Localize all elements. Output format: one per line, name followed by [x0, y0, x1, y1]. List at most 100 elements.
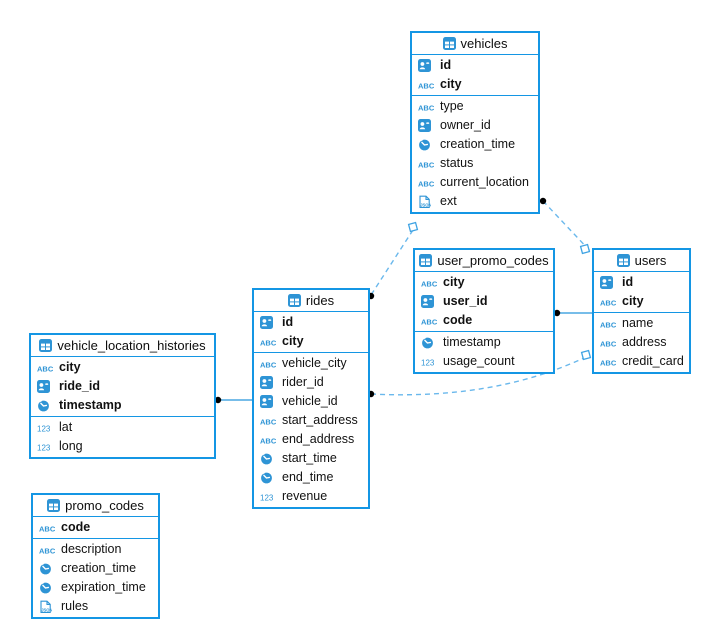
svg-text:ABC: ABC: [37, 364, 53, 373]
column-vehicles-owner_id[interactable]: owner_id: [412, 116, 538, 135]
abc-string-type-icon: ABC: [260, 359, 277, 369]
column-vehicle_location_histories-timestamp[interactable]: timestamp: [31, 396, 214, 415]
clock-timestamp-type-icon: [421, 336, 438, 349]
id-badge-type-icon: [260, 316, 277, 329]
column-rides-vehicle_id[interactable]: vehicle_id: [254, 392, 368, 411]
column-rides-rider_id[interactable]: rider_id: [254, 373, 368, 392]
column-label: creation_time: [61, 561, 137, 575]
abc-string-type-icon: ABC: [260, 337, 277, 347]
relation-dot-endpoint: [539, 197, 547, 205]
clock-timestamp-type-icon: [39, 581, 56, 594]
123-numeric-type-icon: 123: [260, 492, 277, 502]
id-badge-type-icon: [260, 376, 277, 389]
table-icon: [616, 254, 630, 267]
table-icon: [287, 294, 301, 307]
column-rides-vehicle_city[interactable]: ABC vehicle_city: [254, 354, 368, 373]
column-rides-end_time[interactable]: end_time: [254, 468, 368, 487]
column-rides-start_time[interactable]: start_time: [254, 449, 368, 468]
clock-timestamp-type-icon: [37, 399, 54, 412]
table-header-users[interactable]: users: [594, 250, 689, 272]
column-label: description: [61, 542, 122, 556]
column-rides-city[interactable]: ABC city: [254, 332, 368, 351]
123-numeric-type-icon: 123: [37, 423, 54, 433]
table-header-user_promo_codes[interactable]: user_promo_codes: [415, 250, 553, 272]
clock-timestamp-type-icon: [260, 471, 277, 484]
clock-timestamp-type-icon: [418, 138, 435, 151]
column-promo_codes-expiration_time[interactable]: expiration_time: [33, 578, 158, 597]
table-header-vehicles[interactable]: vehicles: [412, 33, 538, 55]
column-promo_codes-creation_time[interactable]: creation_time: [33, 559, 158, 578]
column-vehicles-creation_time[interactable]: creation_time: [412, 135, 538, 154]
column-user_promo_codes-user_id[interactable]: user_id: [415, 292, 553, 311]
fk-connector-rides-users: [370, 354, 591, 396]
id-badge-type-icon: [418, 119, 435, 132]
column-users-id[interactable]: id: [594, 273, 689, 292]
abc-string-type-icon: ABC: [418, 80, 435, 90]
column-label: expiration_time: [61, 580, 146, 594]
column-label: city: [282, 334, 304, 348]
abc-string-type-icon: ABC: [600, 319, 617, 329]
table-header-promo_codes[interactable]: promo_codes: [33, 495, 158, 517]
column-label: vehicle_id: [282, 394, 338, 408]
abc-string-type-icon: ABC: [260, 435, 277, 445]
column-user_promo_codes-timestamp[interactable]: timestamp: [415, 333, 553, 352]
svg-text:ABC: ABC: [600, 298, 616, 307]
column-label: vehicle_city: [282, 356, 347, 370]
abc-string-type-icon: ABC: [39, 523, 56, 533]
id-badge-type-icon: [600, 276, 617, 289]
column-label: usage_count: [443, 354, 515, 368]
svg-text:ABC: ABC: [260, 360, 276, 369]
table-header-vehicle_location_histories[interactable]: vehicle_location_histories: [31, 335, 214, 357]
column-label: timestamp: [443, 335, 501, 349]
json-document-type-icon: JSON: [39, 600, 56, 614]
svg-text:ABC: ABC: [260, 436, 276, 445]
table-title: promo_codes: [65, 498, 144, 513]
column-label: start_address: [282, 413, 358, 427]
column-label: id: [622, 275, 634, 289]
id-badge-type-icon: [260, 395, 277, 408]
svg-text:ABC: ABC: [421, 317, 437, 326]
table-header-rides[interactable]: rides: [254, 290, 368, 312]
column-label: ext: [440, 194, 457, 208]
svg-text:ABC: ABC: [600, 339, 616, 348]
table-title: vehicles: [460, 36, 508, 51]
column-rides-id[interactable]: id: [254, 313, 368, 332]
abc-string-type-icon: ABC: [600, 357, 617, 367]
svg-text:ABC: ABC: [418, 179, 434, 188]
column-vehicle_location_histories-ride_id[interactable]: ride_id: [31, 377, 214, 396]
column-label: id: [440, 58, 452, 72]
column-vehicles-id[interactable]: id: [412, 56, 538, 75]
